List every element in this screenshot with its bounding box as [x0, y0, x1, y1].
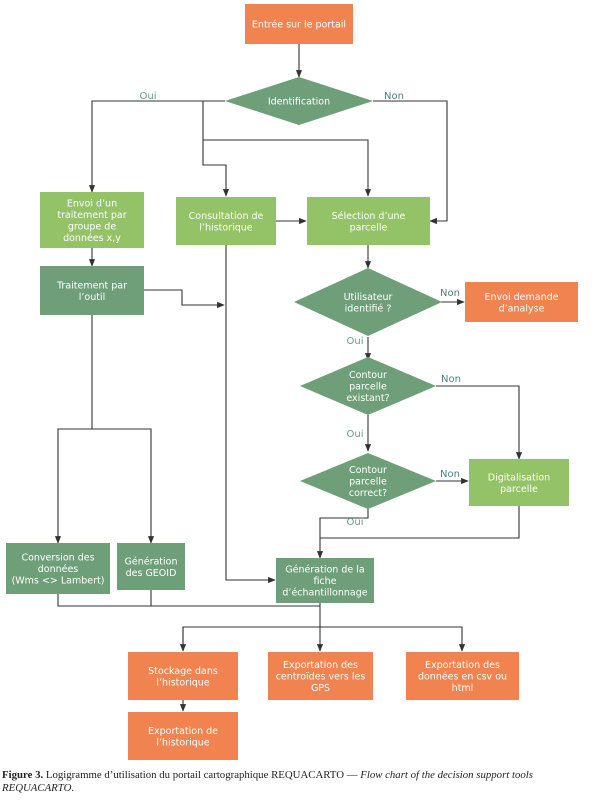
edge-correct-oui	[316, 508, 369, 559]
node-selection	[307, 197, 430, 245]
node-generation-fiche-text: fiche	[313, 576, 336, 587]
node-conversion	[6, 543, 110, 594]
node-traitement-outil-text: Traitement par	[56, 280, 127, 291]
label-oui-contour-correct: Oui	[347, 517, 364, 528]
edge-identification-consultation	[202, 101, 230, 197]
edge-identification-selection	[203, 139, 372, 197]
node-stockage	[128, 652, 238, 700]
node-generation-geoid-text: des GEOID	[126, 568, 177, 579]
node-contour-existant-text: Contour	[349, 370, 387, 381]
node-envoi-traitement	[40, 192, 144, 248]
node-utilisateur-text: identifié ?	[345, 303, 392, 314]
node-entree	[245, 4, 353, 44]
node-contour-correct-text: parcelle	[349, 477, 387, 488]
node-generation-fiche-text: d’échantillonnage	[282, 588, 367, 599]
node-entree-text: Entrée sur le portail	[252, 20, 346, 31]
node-consultation-text: Consultation de	[189, 211, 264, 222]
node-contour-correct-text: correct?	[349, 488, 387, 499]
label-oui-contour-existant: Oui	[347, 429, 364, 440]
edge-traitement-geoid	[92, 428, 155, 544]
node-consultation-text: l’historique	[199, 222, 252, 233]
caption-figure-label: Figure 3.	[2, 769, 44, 781]
edge-identification-oui	[88, 100, 225, 193]
node-envoi-demande-text: d’analyse	[499, 303, 545, 314]
label-non-identification: Non	[384, 91, 404, 102]
edge-traitement-fiche	[144, 289, 225, 309]
node-exportation-donnees-text: html	[452, 683, 474, 694]
node-contour-correct-text: Contour	[349, 465, 387, 476]
node-consultation	[176, 197, 276, 245]
node-digitalisation	[469, 459, 569, 506]
caption-french-text: Logigramme d’utilisation du portail cart…	[45, 769, 345, 781]
edge-identification-non	[373, 100, 448, 225]
node-exportation-donnees-text: Exportation des	[425, 660, 500, 671]
edge-existant-non	[436, 385, 523, 460]
edge-bus-distribution	[182, 626, 466, 652]
edge-digitalisation-fiche	[320, 506, 520, 539]
edge-conversion-fiche	[57, 594, 320, 607]
node-envoi-traitement-text: Envoi d’un	[67, 198, 117, 209]
node-exportation-donnees	[406, 652, 519, 700]
label-non-contour-correct: Non	[440, 469, 460, 480]
node-traitement-outil-text: l’outil	[79, 292, 106, 303]
node-contour-existant	[300, 357, 436, 415]
node-conversion-text: données	[38, 564, 79, 575]
node-utilisateur-text: Utilisateur	[344, 292, 393, 303]
node-exportation-centroides	[268, 652, 373, 700]
node-generation-fiche	[276, 558, 374, 603]
node-exportation-historique-text: Exportation de	[148, 726, 218, 737]
node-identification-text: Identification	[268, 97, 330, 108]
node-envoi-traitement-text: groupe de	[68, 221, 116, 232]
node-digitalisation-text: parcelle	[500, 484, 538, 495]
node-exportation-centroides-text: Exportation des	[283, 660, 358, 671]
node-digitalisation-text: Digitalisation	[488, 472, 550, 483]
node-generation-geoid-text: Génération	[125, 556, 178, 567]
node-envoi-demande-text: Envoi demande	[485, 292, 559, 303]
figure-caption: Figure 3. Logigramme d’utilisation du po…	[2, 769, 598, 795]
node-exportation-historique-text: l’historique	[156, 737, 209, 748]
node-exportation-donnees-text: données en csv ou	[418, 672, 507, 683]
node-utilisateur	[294, 268, 442, 336]
label-non-contour-existant: Non	[441, 374, 461, 385]
caption-end: .	[71, 782, 75, 794]
node-conversion-text: (Wms <> Lambert)	[12, 576, 105, 587]
node-contour-existant-text: existant?	[346, 393, 389, 404]
label-non-utilisateur: Non	[440, 288, 460, 299]
node-envoi-demande	[465, 282, 578, 322]
node-contour-correct	[300, 453, 436, 509]
node-selection-text: parcelle	[350, 222, 388, 233]
edge-traitement-split	[54, 315, 93, 544]
node-contour-existant-text: parcelle	[349, 382, 387, 393]
caption-english-text: Flow chart of the decision support tools…	[2, 769, 533, 794]
node-envoi-traitement-text: traitement par	[57, 210, 126, 221]
label-oui-identification: Oui	[140, 91, 157, 102]
node-exportation-centroides-text: centroïdes vers les	[276, 672, 366, 683]
flowchart: Entrée sur le portailIdentificationEnvoi…	[6, 4, 578, 760]
node-envoi-traitement-text: données x,y	[63, 233, 121, 244]
node-identification	[225, 77, 373, 125]
node-stockage-text: Stockage dans	[148, 666, 218, 677]
node-selection-text: Sélection d’une	[332, 211, 406, 222]
label-oui-utilisateur: Oui	[347, 336, 364, 347]
caption-separator: —	[346, 769, 358, 781]
node-exportation-historique	[128, 712, 238, 760]
node-stockage-text: l’historique	[156, 677, 209, 688]
node-conversion-text: Conversion des	[21, 553, 94, 564]
node-traitement-outil	[40, 266, 144, 315]
edge-consultation-fiche	[225, 245, 276, 584]
node-generation-geoid	[117, 543, 185, 590]
node-generation-fiche-text: Génération de la	[285, 565, 364, 576]
node-exportation-centroides-text: GPS	[311, 683, 330, 694]
connectors	[54, 44, 523, 712]
